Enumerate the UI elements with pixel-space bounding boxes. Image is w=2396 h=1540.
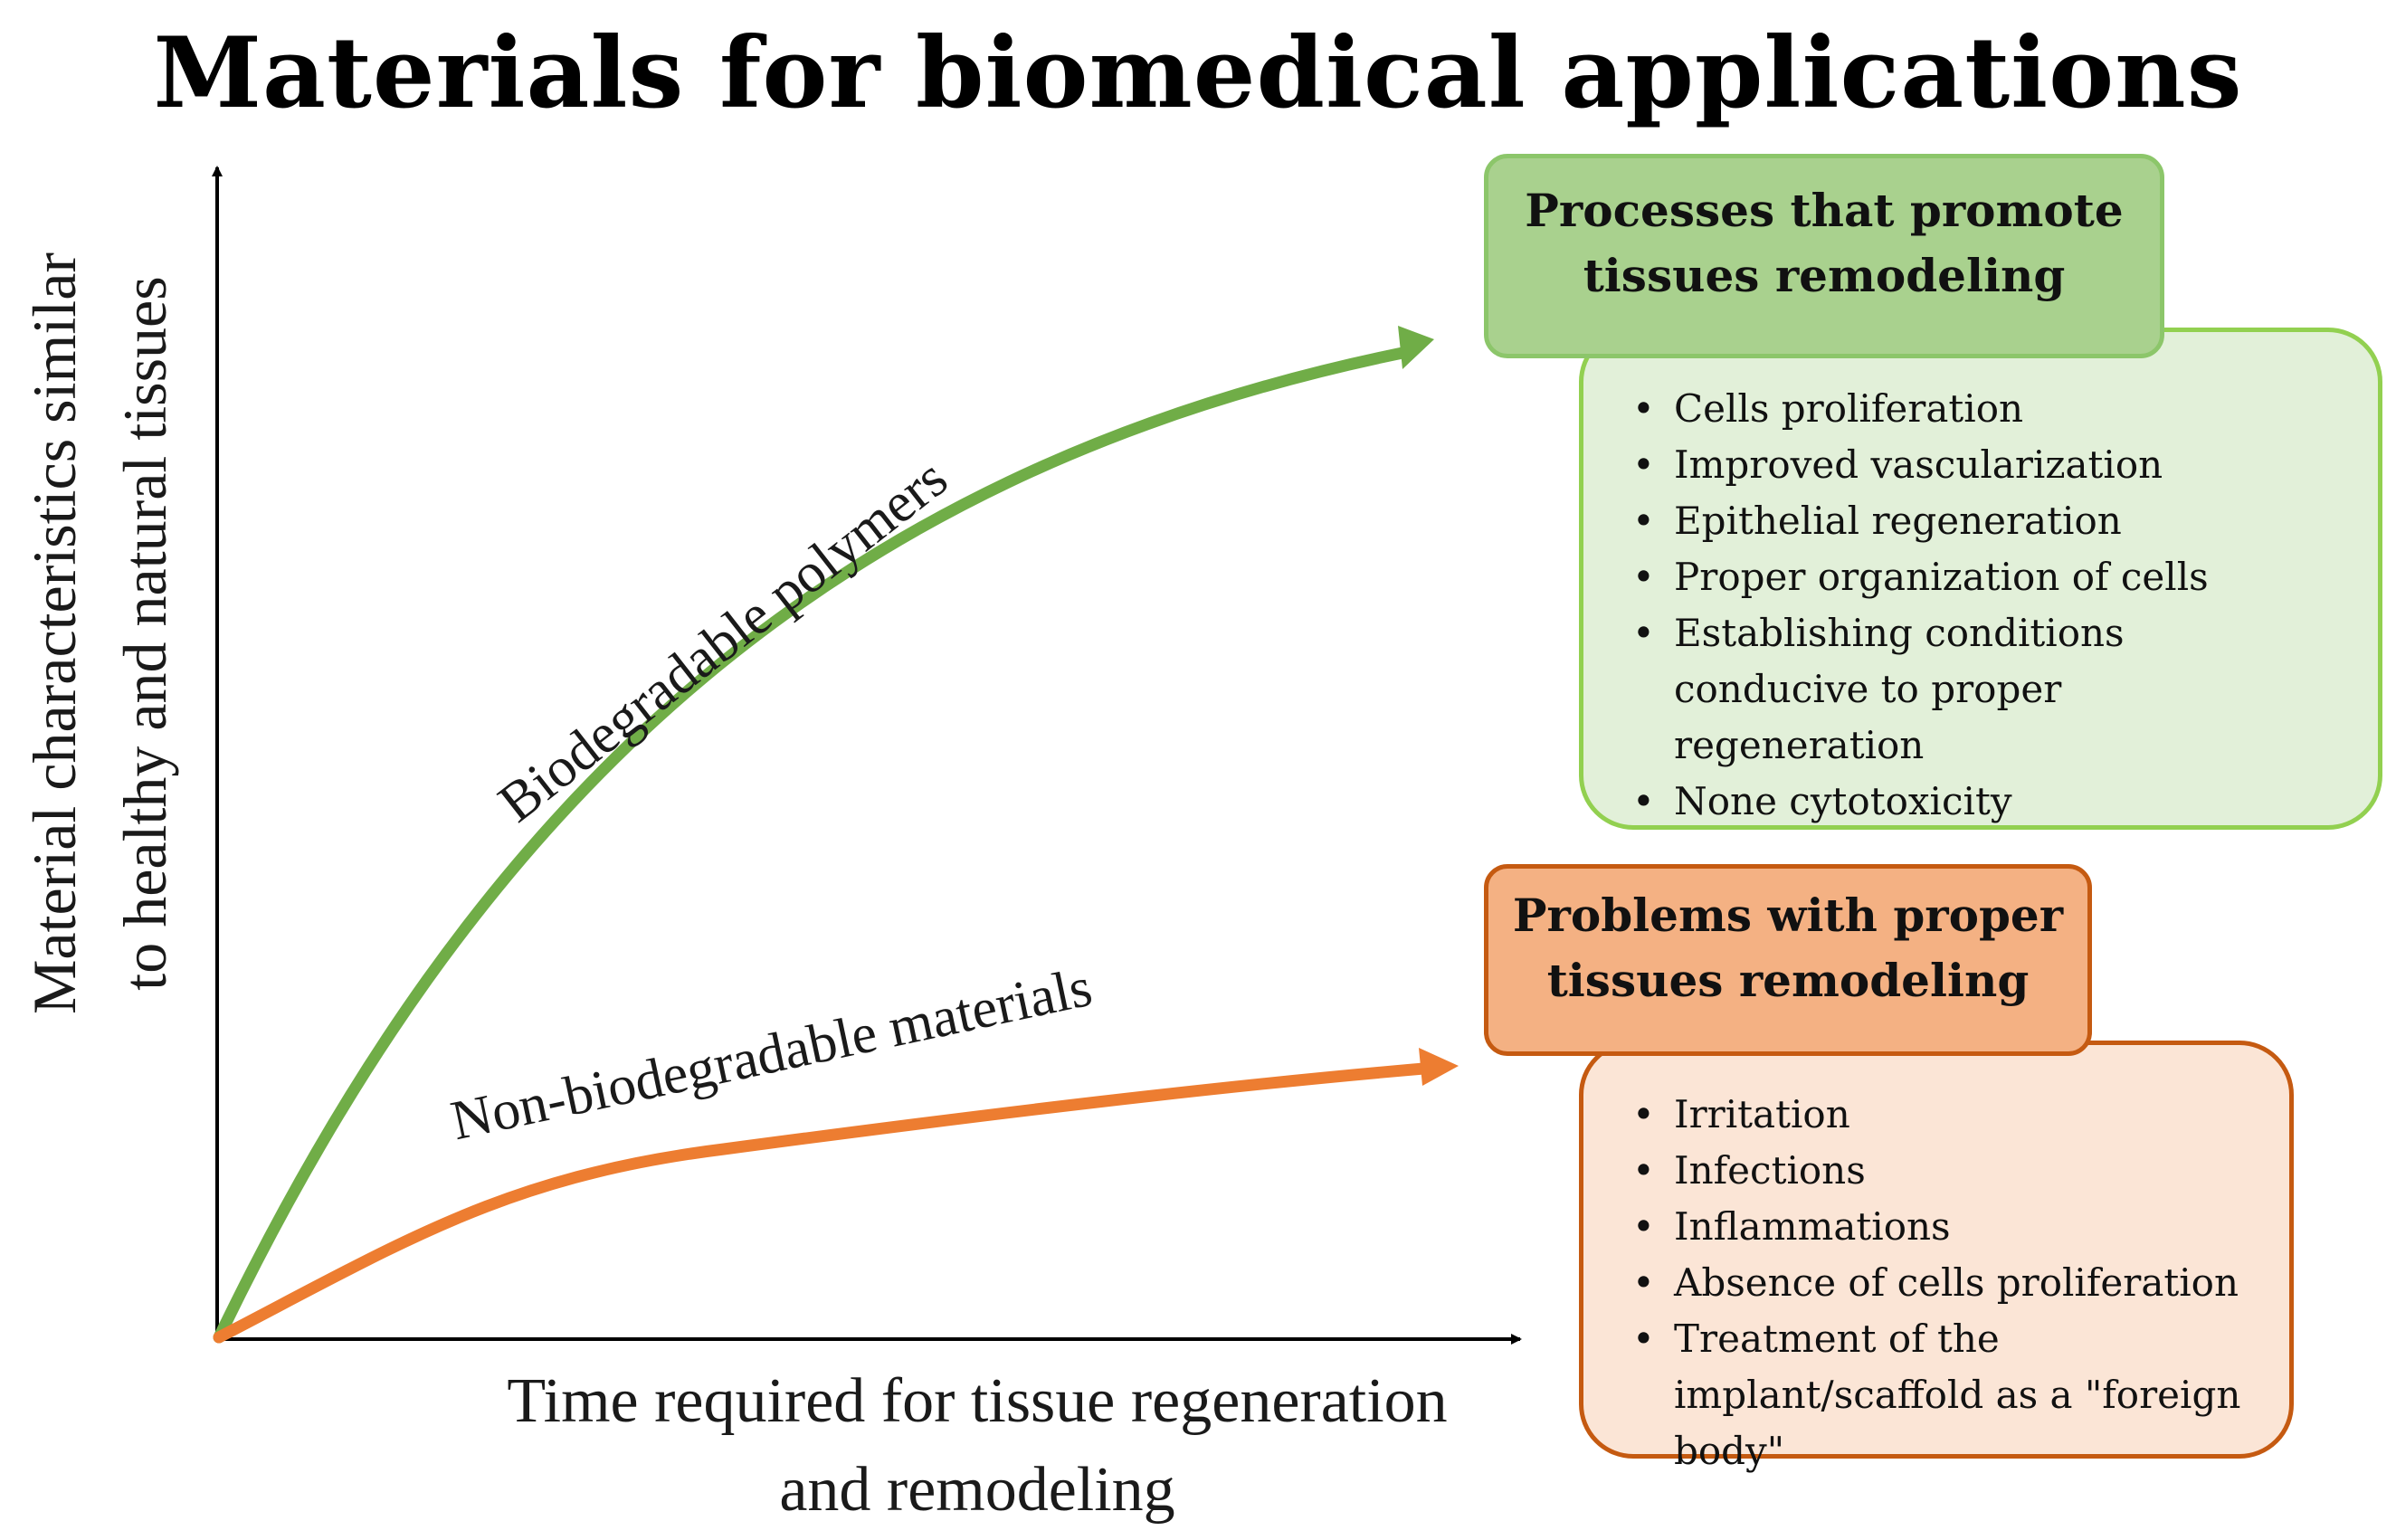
biodegradable-curve [213,345,1418,1344]
non-biodegradable-arrowhead [1419,1048,1459,1086]
problems-list: Irritation Infections Inflammations Abse… [1627,1087,2289,1479]
list-item: None cytotoxicity [1627,774,2378,830]
list-item: Absence of cells proliferation [1627,1255,2289,1311]
non-biodegradable-curve [213,1061,1440,1344]
list-item: Proper organization of cells [1627,549,2378,605]
x-axis-label-line1: Time required for tissue regeneration [507,1366,1448,1436]
y-axis-label-line2: to healthy and natural tissues [110,276,179,991]
promote-header-line2: tissues remodeling [1583,249,2066,302]
biodegradable-arrowhead [1398,326,1434,369]
problems-header: Problems with proper tissues remodeling [1484,864,2092,1056]
promote-header-line1: Processes that promote [1525,184,2124,237]
list-item: Inflammations [1627,1199,2289,1255]
promote-processes-header: Processes that promote tissues remodelin… [1484,154,2164,358]
y-axis-label-line1: Material characteristics similar [20,252,89,1015]
list-item: Cells proliferation [1627,381,2378,437]
y-axis-label: Material characteristics similar to heal… [9,136,190,1131]
x-axis-label: Time required for tissue regeneration an… [344,1357,1611,1535]
promote-processes-list: Cells proliferation Improved vasculariza… [1627,381,2378,830]
list-item: Treatment of the implant/scaffold as a "… [1627,1311,2271,1479]
diagram-title: Materials for biomedical applications [153,16,2243,130]
list-item: Infections [1627,1143,2289,1199]
problems-header-line1: Problems with proper [1512,889,2064,942]
x-axis-label-line2: and remodeling [779,1455,1175,1525]
list-item: Improved vascularization [1627,437,2378,493]
problems-header-line2: tissues remodeling [1546,954,2030,1007]
problems-list-box: Irritation Infections Inflammations Abse… [1579,1041,2294,1473]
promote-processes-list-box: Cells proliferation Improved vasculariza… [1579,328,2382,830]
list-item: Epithelial regeneration [1627,493,2378,549]
list-item: Establishing conditions conducive to pro… [1627,605,2307,774]
list-item: Irritation [1627,1087,2289,1143]
